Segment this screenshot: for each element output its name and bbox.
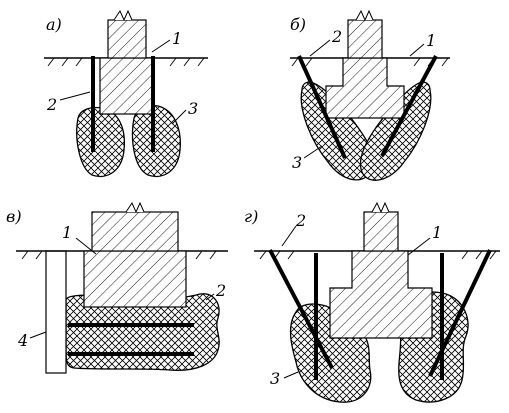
panel-v-wall bbox=[91, 211, 179, 252]
panel-g-title: г) bbox=[244, 207, 258, 226]
panel-v-leader-4 bbox=[29, 331, 47, 339]
panel-b-leader-1 bbox=[409, 43, 425, 57]
panel-b: б) 2 1 3 bbox=[290, 9, 450, 181]
panel-g-leader-2 bbox=[281, 225, 297, 247]
panel-b-rod-left bbox=[297, 55, 347, 159]
panel-b-break-mark bbox=[355, 9, 374, 22]
panel-g-leader-3 bbox=[283, 371, 299, 379]
panel-a-soil-hatch bbox=[47, 57, 205, 67]
panel-g-break-mark bbox=[371, 201, 390, 214]
panel-g-label-1: 1 bbox=[432, 223, 442, 242]
panel-a-grout-left bbox=[76, 106, 126, 177]
panel-a-grout-right bbox=[131, 104, 181, 177]
panel-b-rod-right bbox=[380, 55, 438, 157]
panel-a-label-2: 2 bbox=[46, 95, 57, 114]
panel-a-leader-2 bbox=[59, 91, 91, 101]
panel-v-soil-hatch bbox=[21, 250, 217, 260]
panel-b-label-1: 1 bbox=[426, 31, 436, 50]
panel-v-foundation bbox=[83, 250, 187, 308]
panel-a-title: а) bbox=[46, 15, 62, 34]
panel-g-foundation bbox=[329, 250, 433, 339]
panel-a-leader-1 bbox=[151, 39, 171, 53]
panel-g-soil-hatch bbox=[259, 250, 497, 260]
panel-a-wall bbox=[107, 19, 147, 59]
panel-g-wall bbox=[363, 211, 399, 252]
panel-v-leader-1 bbox=[75, 237, 97, 255]
panel-v-title: в) bbox=[6, 207, 22, 226]
panel-v: в) 1 2 4 bbox=[6, 201, 228, 374]
panel-b-soil-hatch bbox=[291, 57, 449, 67]
panel-b-leader-2 bbox=[309, 39, 331, 57]
panel-b-leader-3 bbox=[303, 145, 323, 159]
panel-v-label-1: 1 bbox=[62, 223, 72, 242]
panel-b-title: б) bbox=[290, 15, 306, 34]
panel-b-wall bbox=[347, 19, 383, 59]
panel-g-rod-inclined-right bbox=[428, 249, 492, 377]
panel-a: а) 1 2 3 bbox=[44, 9, 208, 177]
panel-v-leader-2 bbox=[205, 293, 215, 301]
panel-g: г) 2 1 3 bbox=[244, 201, 500, 403]
panel-v-trench-wall bbox=[45, 250, 67, 374]
panel-a-label-3: 3 bbox=[188, 99, 198, 118]
panel-v-label-2: 2 bbox=[215, 281, 226, 300]
panel-g-label-2: 2 bbox=[295, 211, 306, 230]
panel-a-leader-3 bbox=[171, 109, 187, 125]
panel-a-foundation bbox=[99, 57, 155, 115]
panel-b-label-2: 2 bbox=[331, 27, 342, 46]
panel-v-label-4: 4 bbox=[17, 331, 28, 350]
panel-g-label-3: 3 bbox=[270, 369, 280, 388]
panel-b-foundation bbox=[325, 57, 405, 119]
panel-b-label-3: 3 bbox=[292, 153, 302, 172]
panel-g-rod-inclined-left bbox=[268, 249, 334, 369]
panel-a-break-mark bbox=[113, 9, 133, 22]
panel-g-leader-1 bbox=[407, 237, 431, 256]
panel-v-break-mark bbox=[125, 201, 145, 214]
panel-a-label-1: 1 bbox=[172, 29, 182, 48]
